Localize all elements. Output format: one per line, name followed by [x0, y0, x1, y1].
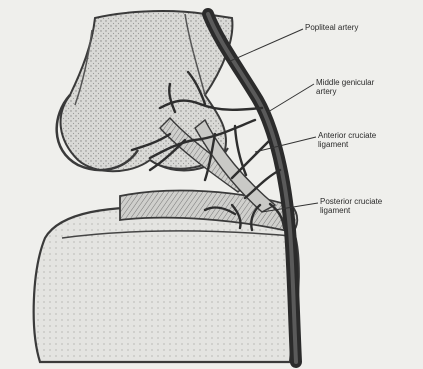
label-anterior-cruciate-ligament: Anterior cruciate ligament	[318, 131, 376, 149]
label-middle-genicular-artery: Middle genicular artery	[316, 78, 374, 96]
label-posterior-cruciate-ligament: Posterior cruciate ligament	[320, 197, 382, 215]
label-popliteal-artery: Popliteal artery	[305, 23, 358, 32]
